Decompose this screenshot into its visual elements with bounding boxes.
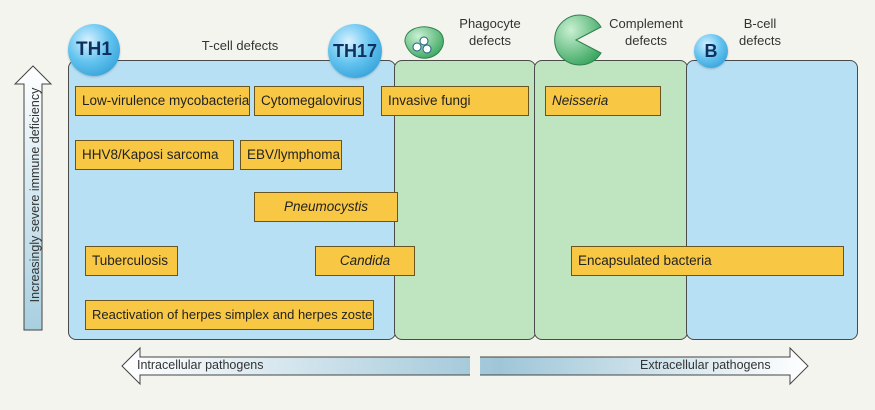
- pathogen-pneumocystis: Pneumocystis: [254, 192, 398, 222]
- phagocyte-header-line2: defects: [469, 33, 511, 48]
- complement-defects-header: Complement defects: [598, 15, 694, 49]
- pathogen-low-virulence-mycobacteria: Low-virulence mycobacteria: [75, 86, 250, 116]
- th1-badge: TH1: [68, 24, 120, 76]
- pathogen-neisseria: Neisseria: [545, 86, 661, 116]
- bcell-header-line2: defects: [739, 33, 781, 48]
- phagocyte-defects-header: Phagocyte defects: [445, 15, 535, 49]
- pathogen-hhv8-kaposi-sarcoma: HHV8/Kaposi sarcoma: [75, 140, 234, 170]
- phagocyte-header-line1: Phagocyte: [459, 16, 521, 31]
- bcell-header-line1: B-cell: [743, 16, 777, 31]
- intracellular-extracellular-arrow: [121, 346, 809, 386]
- pathogen-tuberculosis: Tuberculosis: [85, 246, 178, 276]
- complement-header-line2: defects: [625, 33, 667, 48]
- bcell-defects-header: B-cell defects: [730, 15, 790, 49]
- severity-axis-label: Increasingly severe immune deficiency: [28, 87, 42, 303]
- severity-axis-arrow: [13, 65, 53, 331]
- bcell-badge: B: [694, 34, 728, 68]
- tcell-defects-header: T-cell defects: [201, 38, 279, 53]
- pathogen-ebv-lymphoma: EBV/lymphoma: [240, 140, 342, 170]
- complement-icon: [554, 14, 602, 66]
- pathogen-herpes-reactivation: Reactivation of herpes simplex and herpe…: [85, 300, 374, 330]
- pathogen-cytomegalovirus: Cytomegalovirus: [254, 86, 364, 116]
- pathogen-candida: Candida: [315, 246, 415, 276]
- phagocyte-icon: [404, 26, 444, 59]
- complement-header-line1: Complement: [609, 16, 683, 31]
- intracellular-label: Intracellular pathogens: [137, 358, 264, 372]
- bcell-defects-panel: [686, 60, 858, 340]
- th17-badge: TH17: [328, 24, 382, 78]
- extracellular-label: Extracellular pathogens: [640, 358, 771, 372]
- pathogen-invasive-fungi: Invasive fungi: [381, 86, 529, 116]
- arrow-gap: [470, 352, 480, 382]
- pathogen-encapsulated-bacteria: Encapsulated bacteria: [571, 246, 844, 276]
